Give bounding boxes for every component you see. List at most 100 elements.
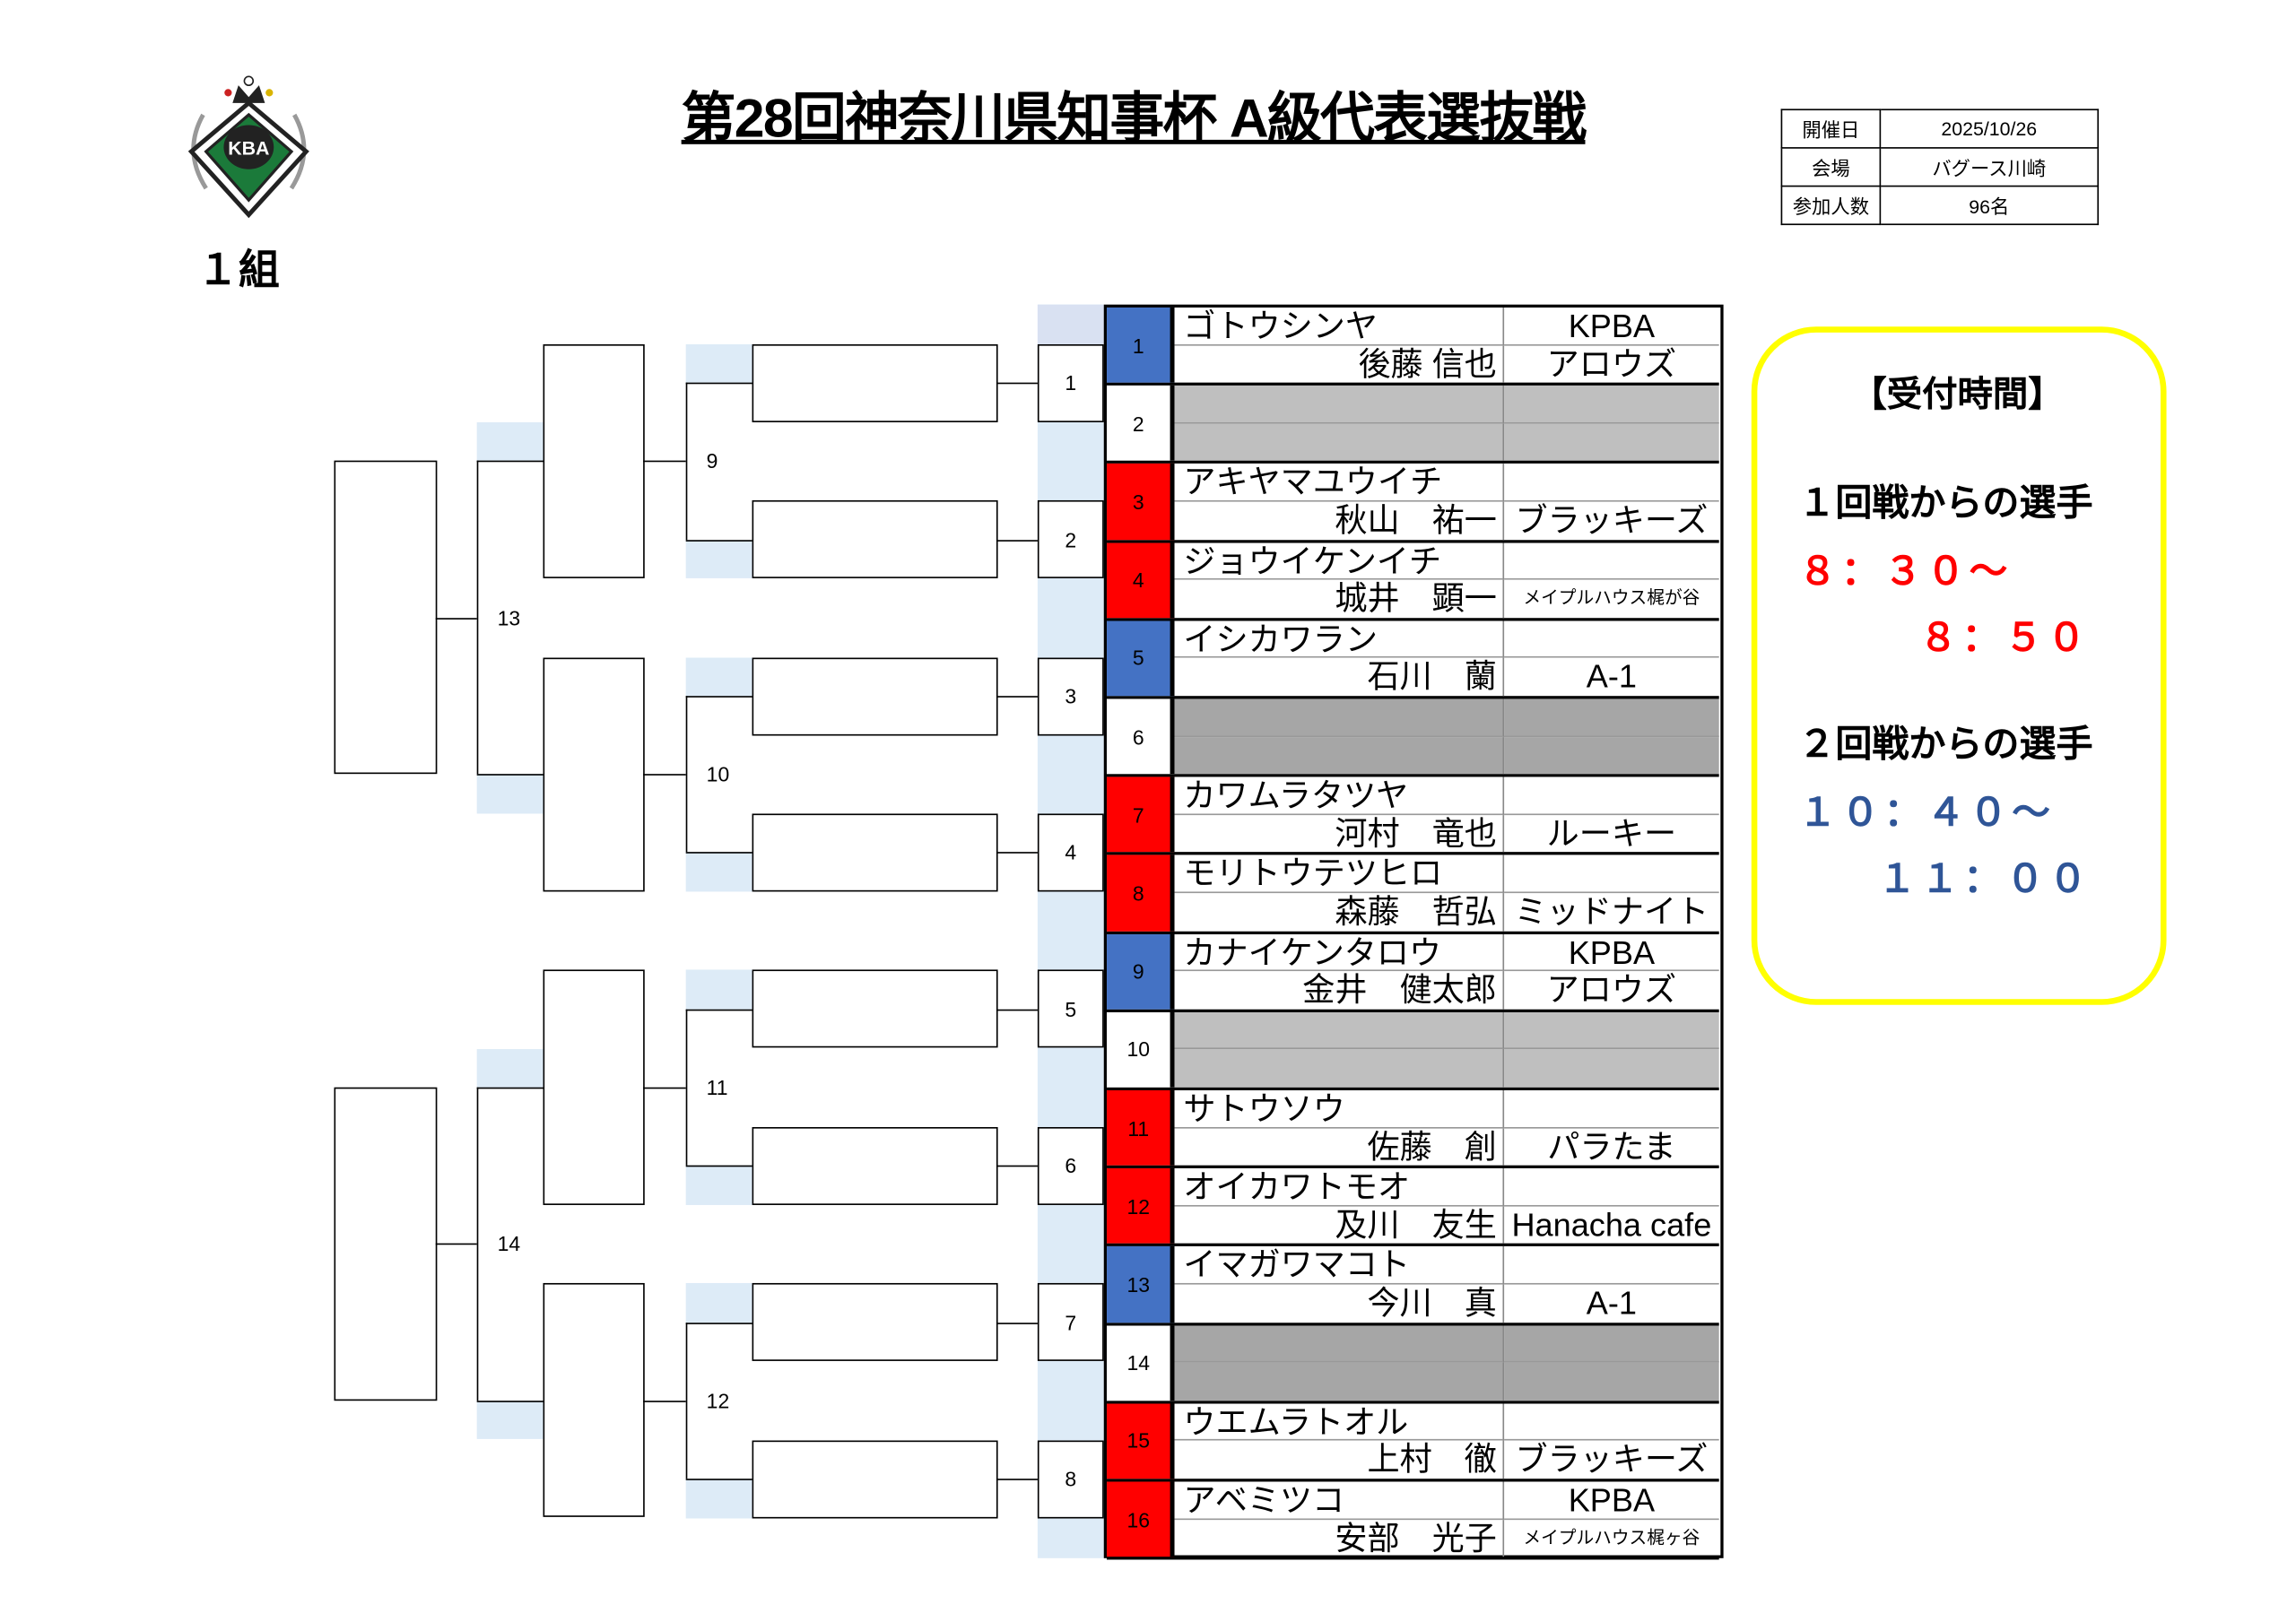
bracket-line xyxy=(476,1400,544,1402)
team-top xyxy=(1504,777,1719,815)
round2-match-number: 11 xyxy=(706,1075,728,1099)
bracket-line xyxy=(476,1087,479,1401)
bracket-connector xyxy=(643,461,686,463)
seed-number: 4 xyxy=(1107,542,1175,618)
team-top: KPBA xyxy=(1504,1481,1719,1520)
bracket-line xyxy=(685,382,752,385)
team-top xyxy=(1504,1324,1719,1363)
player-kana: カワムラタツヤ xyxy=(1174,776,1505,815)
team-top xyxy=(1504,1011,1719,1050)
bracket-shade xyxy=(476,1400,544,1440)
round2-match-number: 10 xyxy=(706,762,730,786)
round1-winner-box xyxy=(752,500,998,579)
seed-row: 14 xyxy=(1107,1324,1719,1404)
seed-number: 8 xyxy=(1107,855,1175,932)
player-name: 佐藤 創 xyxy=(1175,1127,1505,1166)
player-name xyxy=(1174,1362,1505,1401)
bracket-line xyxy=(476,1087,544,1089)
bracket-line xyxy=(685,1009,752,1011)
player-kana xyxy=(1174,698,1505,737)
round1-match-number-box: 8 xyxy=(1037,1439,1104,1518)
team-top xyxy=(1504,464,1719,502)
bracket-shade xyxy=(685,656,752,697)
bracket-line xyxy=(685,696,688,853)
player-kana xyxy=(1174,1011,1505,1050)
seed-number: 13 xyxy=(1107,1246,1175,1323)
bracket-connector xyxy=(996,382,1038,385)
seed-number: 1 xyxy=(1107,307,1175,383)
team-name: パラたま xyxy=(1547,1127,1676,1166)
player-kana: ジョウイケンイチ xyxy=(1174,542,1505,580)
player-kana: ゴトウシンヤ xyxy=(1174,307,1505,345)
team-top xyxy=(1504,386,1719,424)
player-kana: オイカワトモオ xyxy=(1174,1168,1505,1207)
bracket-shade xyxy=(685,539,752,579)
seed-number: 5 xyxy=(1107,620,1175,697)
round3-match-number: 14 xyxy=(497,1232,521,1256)
bracket-line xyxy=(685,696,752,698)
bracket-shade xyxy=(476,421,544,462)
round2-time-to: １１：００ xyxy=(1877,856,2092,901)
player-name: 秋山 祐一 xyxy=(1175,501,1505,540)
round1-match-number-box: 3 xyxy=(1037,656,1104,735)
player-kana: アキヤマユウイチ xyxy=(1174,464,1505,502)
seed-number: 12 xyxy=(1107,1168,1175,1245)
bracket-connector xyxy=(996,1165,1038,1167)
team-name: A-1 xyxy=(1586,1284,1637,1322)
round1-winner-box xyxy=(752,813,998,892)
info-label: 会場 xyxy=(1780,147,1882,187)
team-name xyxy=(1504,1049,1719,1088)
seed-number: 2 xyxy=(1107,386,1175,462)
kba-logo-icon: KBA xyxy=(187,75,309,219)
team-top: KPBA xyxy=(1504,933,1719,972)
player-kana: カナイケンタロウ xyxy=(1174,933,1505,972)
player-kana: イマガワマコト xyxy=(1174,1246,1505,1285)
bracket-shade xyxy=(476,1048,544,1088)
team-name: ミッドナイト xyxy=(1514,893,1709,931)
team-name: メイプルハウス梶ヶ谷 xyxy=(1523,1526,1700,1548)
player-kana: イシカワラン xyxy=(1174,620,1505,659)
bracket-shade xyxy=(685,1165,752,1205)
round1-match-number-box: 4 xyxy=(1037,813,1104,892)
round1-time-from: ８：３０～ xyxy=(1798,549,2013,594)
kba-logo: KBA xyxy=(174,71,324,221)
seed-number: 6 xyxy=(1107,698,1175,775)
bracket-line xyxy=(685,1009,688,1166)
player-kana: ウエムラトオル xyxy=(1174,1403,1505,1442)
round1-winner-box xyxy=(752,969,998,1048)
seed-number: 16 xyxy=(1107,1481,1175,1557)
round1-match-number-box: 6 xyxy=(1037,1126,1104,1205)
bracket-shade xyxy=(476,774,544,813)
team-name xyxy=(1504,736,1719,775)
info-label: 開催日 xyxy=(1780,108,1882,149)
bracket-shade xyxy=(685,343,752,383)
bracket-line xyxy=(685,382,688,540)
group-label: １組 xyxy=(196,247,280,293)
bracket-line xyxy=(685,539,752,542)
bracket-connector xyxy=(996,1479,1038,1480)
seed-number: 15 xyxy=(1107,1403,1175,1479)
team-top xyxy=(1504,1168,1719,1207)
team-top xyxy=(1504,1090,1719,1128)
bracket-connector xyxy=(996,696,1038,698)
bracket-shade xyxy=(685,969,752,1010)
team-name: ルーキー xyxy=(1546,814,1677,852)
player-name: 及川 友生 xyxy=(1175,1206,1505,1245)
bracket-connector xyxy=(435,617,477,620)
team-name: アロウズ xyxy=(1546,344,1677,382)
player-kana: モリトウテツヒロ xyxy=(1174,855,1505,894)
bracket-line xyxy=(476,461,544,463)
round3-winner-box xyxy=(334,1087,438,1401)
player-name: 後藤 信也 xyxy=(1175,344,1505,383)
